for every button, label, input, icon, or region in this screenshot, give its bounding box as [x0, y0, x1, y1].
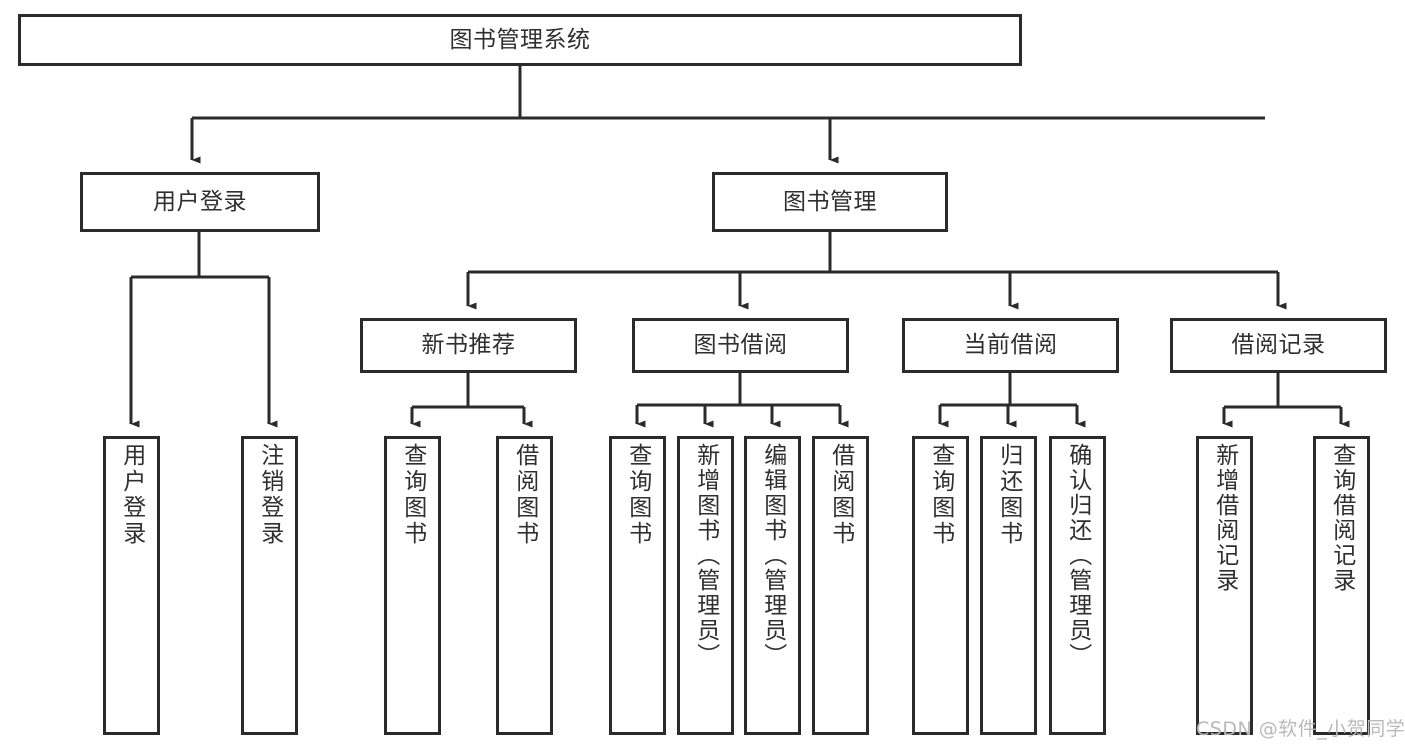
node-user-login-label: 用户登录 [153, 188, 247, 215]
node-book-management-label: 图书管理 [783, 188, 877, 215]
node-user-login[interactable]: 用户登录 [80, 172, 320, 232]
node-leaf-query-borrow-record-label: 查询借阅记录 [1328, 443, 1355, 593]
node-leaf-edit-book[interactable]: 编辑图书（管理员） [744, 436, 801, 735]
csdn-watermark: CSDN @软件_小贺同学 [1196, 718, 1405, 740]
node-book-management[interactable]: 图书管理 [712, 172, 948, 232]
node-borrow-record-label: 借阅记录 [1231, 332, 1326, 359]
node-leaf-query-book-2[interactable]: 查询图书 [609, 436, 666, 735]
node-leaf-user-login[interactable]: 用户登录 [103, 436, 160, 735]
node-leaf-confirm-return[interactable]: 确认归还（管理员） [1049, 436, 1106, 735]
node-leaf-add-borrow-record[interactable]: 新增借阅记录 [1196, 436, 1253, 735]
node-leaf-borrow-book-1[interactable]: 借阅图书 [496, 436, 553, 735]
node-leaf-query-book-1[interactable]: 查询图书 [384, 436, 441, 735]
node-leaf-query-book-3[interactable]: 查询图书 [912, 436, 969, 735]
node-leaf-query-book-3-label: 查询图书 [927, 443, 954, 547]
node-new-book-recommend-label: 新书推荐 [421, 332, 516, 359]
node-current-borrow-label: 当前借阅 [963, 332, 1058, 359]
node-leaf-edit-book-label: 编辑图书（管理员） [759, 443, 786, 668]
node-current-borrow[interactable]: 当前借阅 [902, 318, 1119, 373]
node-borrow-record[interactable]: 借阅记录 [1170, 318, 1387, 373]
node-leaf-query-borrow-record[interactable]: 查询借阅记录 [1313, 436, 1370, 735]
node-leaf-borrow-book-1-label: 借阅图书 [511, 443, 538, 547]
node-leaf-user-logout[interactable]: 注销登录 [241, 436, 298, 735]
node-new-book-recommend[interactable]: 新书推荐 [360, 318, 577, 373]
node-root-label: 图书管理系统 [449, 26, 591, 53]
node-leaf-add-borrow-record-label: 新增借阅记录 [1211, 443, 1238, 593]
node-leaf-return-book-label: 归还图书 [995, 443, 1022, 547]
node-leaf-add-book[interactable]: 新增图书（管理员） [677, 436, 734, 735]
node-leaf-user-logout-label: 注销登录 [256, 443, 283, 547]
node-leaf-borrow-book-2[interactable]: 借阅图书 [812, 436, 869, 735]
node-leaf-borrow-book-2-label: 借阅图书 [827, 443, 854, 547]
node-leaf-return-book[interactable]: 归还图书 [980, 436, 1037, 735]
node-leaf-add-book-label: 新增图书（管理员） [692, 443, 719, 668]
node-leaf-user-login-label: 用户登录 [118, 443, 145, 547]
node-book-borrow[interactable]: 图书借阅 [632, 318, 849, 373]
node-leaf-query-book-2-label: 查询图书 [624, 443, 651, 547]
node-root[interactable]: 图书管理系统 [18, 14, 1022, 66]
node-leaf-query-book-1-label: 查询图书 [399, 443, 426, 547]
node-leaf-confirm-return-label: 确认归还（管理员） [1064, 443, 1091, 668]
node-book-borrow-label: 图书借阅 [693, 332, 788, 359]
